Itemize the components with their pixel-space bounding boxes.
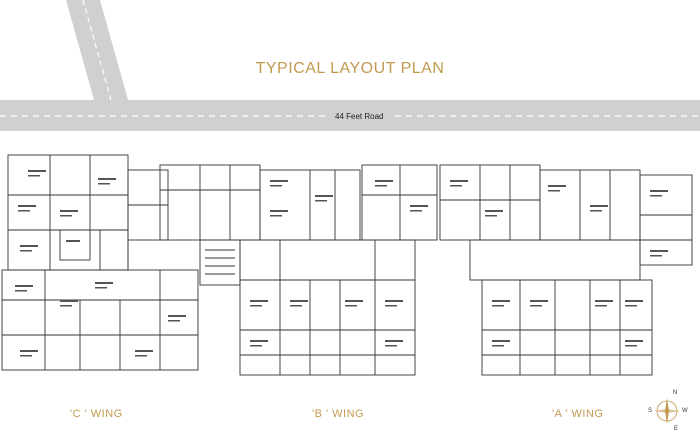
c-b-connector-plan [159, 164, 261, 286]
compass-s: S [648, 408, 653, 414]
a-wing-plan [439, 164, 693, 376]
plan-title: TYPICAL LAYOUT PLAN [255, 60, 445, 77]
road-label: 44 Feet Road [335, 112, 384, 121]
compass-icon: N W S E [644, 388, 690, 434]
horizontal-road [0, 100, 700, 131]
a-wing-room-labels [450, 180, 668, 347]
b-wing-label: 'B ' WING [312, 408, 365, 420]
compass-w: W [682, 408, 688, 414]
b-wing-plan [239, 164, 438, 376]
compass-n: N [673, 390, 678, 396]
diagonal-road [66, 0, 128, 101]
c-wing-room-labels [15, 170, 186, 357]
b-wing-room-labels [250, 180, 428, 347]
c-wing-plan [1, 154, 199, 371]
c-wing-label: 'C ' WING [70, 408, 123, 420]
a-wing-label: 'A ' WING [552, 408, 604, 420]
compass-e: E [674, 426, 679, 432]
